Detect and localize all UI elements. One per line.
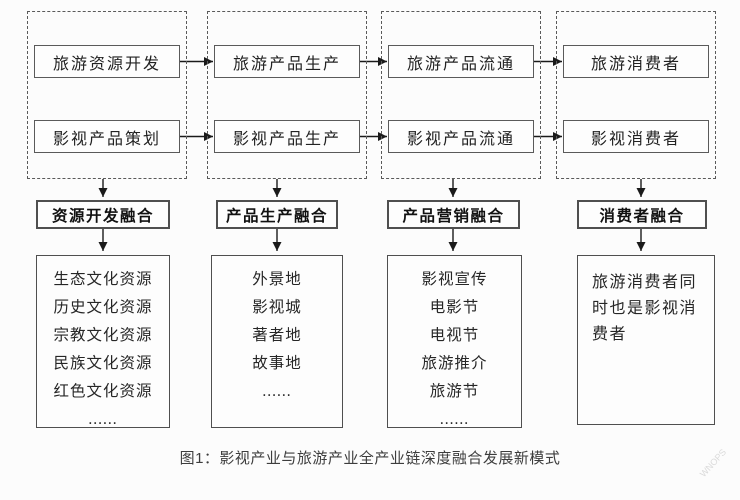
list-item: 红色文化资源 xyxy=(53,383,153,400)
list-item: ...... xyxy=(88,411,118,428)
box-film-product-production: 影视产品生产 xyxy=(214,120,360,153)
stage-container-resource xyxy=(27,11,187,179)
list-item: 电影节 xyxy=(429,299,480,316)
box-film-consumer: 影视消费者 xyxy=(563,120,709,153)
label-production-fusion: 产品生产融合 xyxy=(216,200,338,229)
list-item: ...... xyxy=(262,383,292,400)
list-production-fusion: 外景地影视城著者地故事地...... xyxy=(211,255,343,428)
list-item: 著者地 xyxy=(252,327,302,344)
stage-container-consumer xyxy=(556,11,716,179)
box-tourism-resource-development: 旅游资源开发 xyxy=(34,45,180,78)
box-film-product-planning: 影视产品策划 xyxy=(34,120,180,153)
list-item: 故事地 xyxy=(252,355,302,372)
label-marketing-fusion: 产品营销融合 xyxy=(387,200,520,229)
list-item: 宗教文化资源 xyxy=(53,327,153,344)
list-item: 影视城 xyxy=(252,299,302,316)
box-film-product-circulation: 影视产品流通 xyxy=(388,120,534,153)
consumer-fusion-note: 旅游消费者同时也是影视消费者 xyxy=(592,274,698,343)
figure-caption: 图1：影视产业与旅游产业全产业链深度融合发展新模式 xyxy=(179,450,561,467)
list-item: 生态文化资源 xyxy=(53,271,153,288)
list-item: 影视宣传 xyxy=(421,271,488,288)
label-consumer-fusion: 消费者融合 xyxy=(577,200,707,229)
list-item: 外景地 xyxy=(252,271,302,288)
list-item: 电视节 xyxy=(429,327,480,344)
list-resource-fusion: 生态文化资源历史文化资源宗教文化资源民族文化资源红色文化资源...... xyxy=(36,255,170,428)
list-item: ...... xyxy=(439,411,470,428)
list-consumer-fusion: 旅游消费者同时也是影视消费者 xyxy=(577,255,715,425)
box-tourism-product-circulation: 旅游产品流通 xyxy=(388,45,534,78)
box-tourism-product-production: 旅游产品生产 xyxy=(214,45,360,78)
list-marketing-fusion: 影视宣传电影节电视节旅游推介旅游节...... xyxy=(387,255,522,428)
stage-container-circulation xyxy=(381,11,541,179)
box-tourism-consumer: 旅游消费者 xyxy=(563,45,709,78)
list-item: 旅游节 xyxy=(429,383,480,400)
list-item: 历史文化资源 xyxy=(53,299,153,316)
list-item: 旅游推介 xyxy=(421,355,488,372)
label-resource-fusion: 资源开发融合 xyxy=(36,200,170,229)
vertical-fusion-arrows xyxy=(98,179,646,251)
list-item: 民族文化资源 xyxy=(53,355,153,372)
stage-container-production xyxy=(207,11,367,179)
